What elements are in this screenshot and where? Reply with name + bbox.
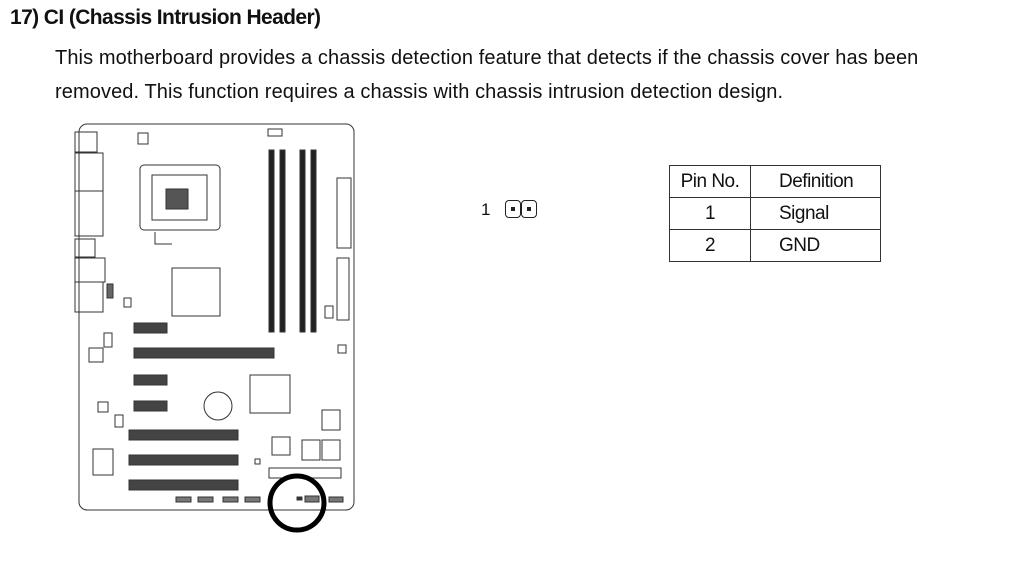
chip [92, 448, 114, 476]
cpu-socket [139, 164, 221, 245]
chassis-intrusion-header [296, 496, 303, 501]
chip [254, 458, 261, 465]
expansion-slots [128, 322, 275, 491]
section-heading: 17) CI (Chassis Intrusion Header) [10, 6, 321, 29]
io-panel [74, 131, 114, 313]
pin-number: 1 [669, 197, 751, 230]
header-pin-no: Pin No. [669, 165, 751, 198]
memory-slots [268, 149, 317, 333]
fan-header [267, 128, 283, 137]
table-row: 2 GND [669, 229, 881, 262]
table-row: 1 Signal [669, 197, 881, 230]
sata-connectors [301, 409, 341, 461]
northbridge-chip [171, 267, 221, 317]
pin-1 [505, 200, 521, 218]
pin-definition-table: Pin No. Definition 1 Signal 2 GND [669, 165, 881, 262]
highlight-circle [267, 473, 327, 533]
table-header-row: Pin No. Definition [669, 165, 881, 198]
description-line-1: This motherboard provides a chassis dete… [55, 47, 919, 69]
front-panel-headers [175, 495, 344, 503]
cmos-battery [203, 391, 233, 421]
pin-definition: Signal [750, 197, 881, 230]
chip [88, 347, 104, 363]
header-definition: Definition [750, 165, 881, 198]
atx-power-connector [336, 177, 352, 249]
atx-12v-connector [137, 132, 149, 145]
header [114, 414, 124, 428]
description-paragraph: This motherboard provides a chassis dete… [55, 41, 1015, 109]
floppy-connector [336, 257, 350, 321]
fan-header [337, 344, 347, 354]
pin-1-label: 1 [481, 200, 491, 219]
chip [271, 436, 291, 456]
fan-header [123, 297, 132, 308]
pin-definition: GND [750, 229, 881, 262]
board-outline [78, 123, 355, 511]
pin-2 [521, 200, 537, 218]
fan-header [103, 332, 113, 348]
southbridge-chip [249, 374, 291, 414]
chip [97, 401, 109, 413]
pin-number: 2 [669, 229, 751, 262]
description-line-2: removed. This function requires a chassi… [55, 81, 784, 103]
fan-header [324, 305, 334, 319]
